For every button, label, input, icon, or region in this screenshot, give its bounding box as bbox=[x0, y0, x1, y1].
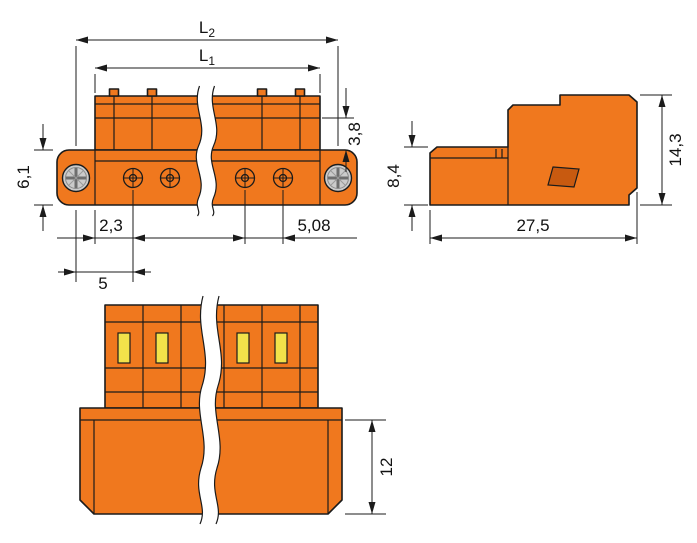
dim-label-3-8: 3,8 bbox=[345, 122, 364, 146]
dim-label-5: 5 bbox=[98, 274, 107, 293]
side-view: 8,4 14,3 27,5 bbox=[384, 94, 685, 244]
coding-rib bbox=[146, 88, 158, 97]
fixing-screw bbox=[61, 163, 91, 193]
dim-label-8-4: 8,4 bbox=[384, 164, 403, 188]
dimension-8-4: 8,4 bbox=[384, 121, 428, 231]
fixing-screw bbox=[323, 163, 353, 193]
coding-rib bbox=[256, 88, 268, 97]
dim-label-6-1: 6,1 bbox=[14, 165, 33, 189]
dim-label-5-08: 5,08 bbox=[297, 216, 330, 235]
latch-slot bbox=[547, 166, 580, 188]
dim-label-14-3: 14,3 bbox=[666, 133, 685, 166]
dimension-12: 12 bbox=[345, 419, 396, 515]
contact-slot bbox=[117, 332, 131, 364]
dimension-3-8: 3,8 bbox=[322, 88, 364, 172]
pin-contact bbox=[234, 167, 256, 189]
dim-label-12: 12 bbox=[377, 458, 396, 477]
side-profile bbox=[429, 94, 638, 206]
dimension-14-3: 14,3 bbox=[640, 94, 685, 206]
pin-contact bbox=[122, 167, 144, 189]
dimension-27-5: 27,5 bbox=[429, 192, 638, 244]
dimension-6-1: 6,1 bbox=[14, 124, 53, 231]
coding-rib bbox=[294, 88, 306, 97]
contact-slot bbox=[155, 332, 169, 364]
front-break-line bbox=[195, 83, 218, 221]
side-connector-body bbox=[429, 94, 638, 206]
dimension-2-3-and-5-08: 2,3 5,08 bbox=[57, 190, 357, 282]
dimension-l1: L1 bbox=[94, 46, 321, 93]
coding-rib bbox=[108, 88, 120, 97]
dim-label-l1: L1 bbox=[199, 46, 215, 68]
pin-contact bbox=[159, 167, 181, 189]
dimension-l2: L2 bbox=[75, 18, 339, 146]
contact-slot bbox=[274, 332, 288, 364]
dim-label-27-5: 27,5 bbox=[516, 216, 549, 235]
dimension-5: 5 bbox=[58, 210, 151, 293]
dim-label-2-3: 2,3 bbox=[99, 216, 123, 235]
front-view: L2 L1 3,8 6,1 bbox=[14, 18, 364, 293]
top-view: 12 bbox=[79, 293, 396, 528]
dim-label-l2: L2 bbox=[199, 18, 215, 40]
pin-contact bbox=[272, 167, 294, 189]
contact-slot bbox=[236, 332, 250, 364]
top-break-line bbox=[197, 293, 223, 528]
